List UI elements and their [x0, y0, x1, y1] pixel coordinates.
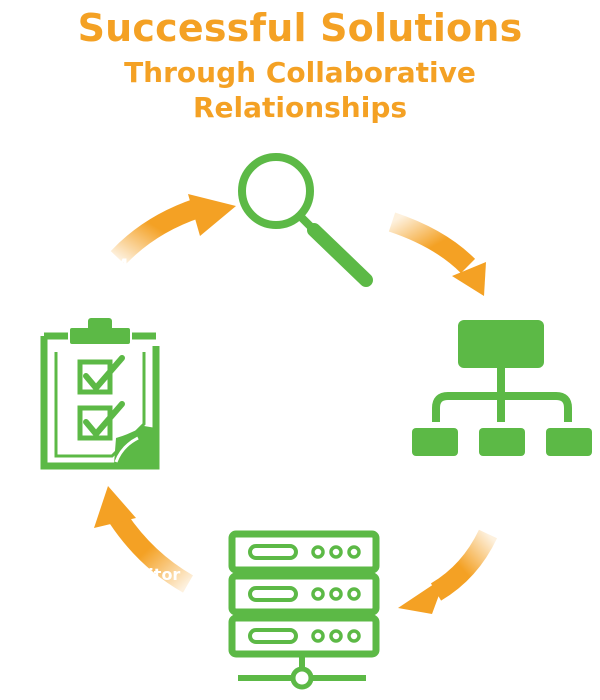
org-chart-icon — [412, 320, 592, 456]
diagram-subtitle-line-2: Relationships — [192, 91, 408, 124]
server-rack-icon — [228, 530, 380, 690]
arrow-top-left — [110, 194, 236, 265]
cycle-label-top-left: Measure — [112, 255, 189, 274]
arrow-top-right — [388, 212, 486, 296]
diagram-title: Successful Solutions — [77, 6, 523, 50]
cycle-label-bottom-left: Monitor — [110, 565, 180, 584]
diagram-subtitle-line-1: Through Collaborative — [124, 56, 476, 89]
arrow-bottom-right — [398, 529, 498, 614]
checklist-clipboard-icon — [40, 318, 160, 470]
arrow-bottom-left — [94, 486, 194, 593]
magnifying-glass-icon — [238, 153, 373, 287]
